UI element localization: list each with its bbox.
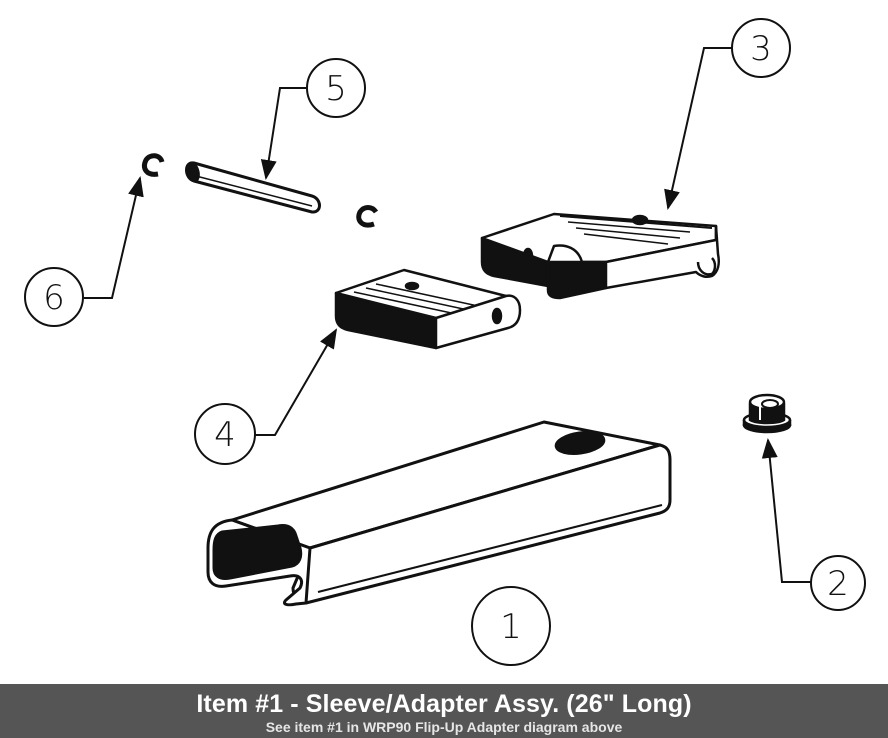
callout-5-label: 5 — [325, 69, 347, 109]
part-bushing — [742, 393, 792, 434]
callout-4-label: 4 — [214, 415, 236, 455]
exploded-parts-diagram: 1 2 3 4 5 6 — [24, 18, 866, 666]
callout-1: 1 — [471, 586, 551, 666]
callout-6: 6 — [24, 267, 84, 327]
caption-bar: Item #1 - Sleeve/Adapter Assy. (26" Long… — [0, 684, 888, 738]
leader-lines — [84, 47, 812, 583]
callout-1-label: 1 — [500, 607, 522, 647]
callout-6-label: 6 — [43, 278, 65, 318]
part-clip-left — [142, 153, 165, 177]
callout-3-label: 3 — [750, 29, 772, 69]
part-clip-right — [356, 205, 379, 228]
part-pin — [185, 161, 321, 214]
callout-2-label: 2 — [827, 564, 849, 604]
caption-subtitle: See item #1 in WRP90 Flip-Up Adapter dia… — [265, 719, 623, 735]
callout-2: 2 — [810, 555, 866, 611]
part-sleeve — [206, 420, 672, 607]
part-lower-bracket — [334, 268, 522, 350]
callout-4: 4 — [194, 403, 256, 465]
callout-3: 3 — [731, 18, 791, 78]
part-upper-bracket — [480, 212, 720, 300]
caption-title: Item #1 - Sleeve/Adapter Assy. (26" Long… — [196, 690, 692, 718]
callout-5: 5 — [306, 58, 366, 118]
